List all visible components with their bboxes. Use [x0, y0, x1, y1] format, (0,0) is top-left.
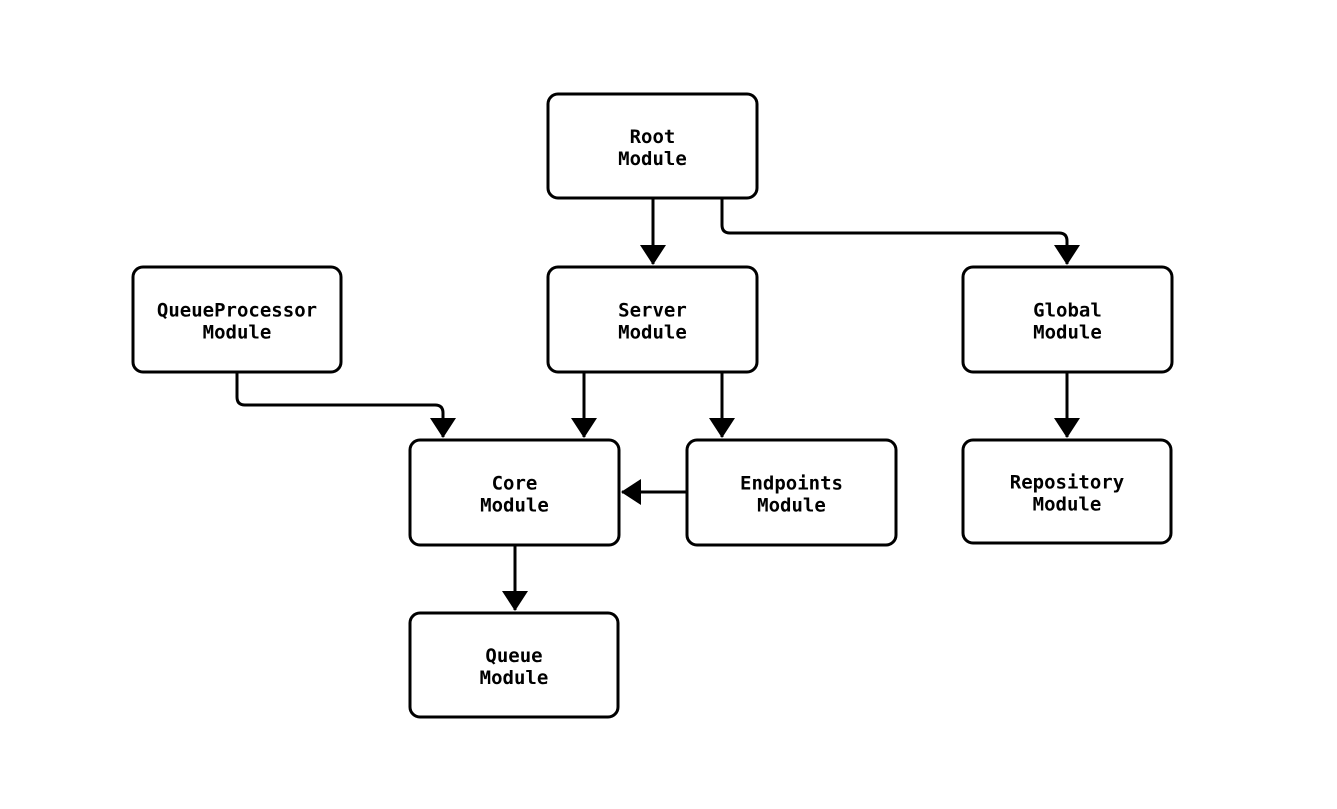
node-box-repository-module [961, 438, 1173, 545]
node-box-root-module [546, 92, 759, 200]
node-box-queue-module [408, 611, 620, 719]
edges-layer [235, 198, 1080, 611]
node-box-global-module [961, 265, 1174, 374]
node-box-server-module [546, 265, 759, 374]
edge-queue-processor-module-to-core-module [235, 372, 456, 438]
node-box-queue-processor-module [131, 265, 343, 374]
node-box-endpoints-module [685, 438, 898, 547]
node-box-core-module [408, 438, 621, 547]
edge-root-module-to-global-module [720, 198, 1080, 265]
